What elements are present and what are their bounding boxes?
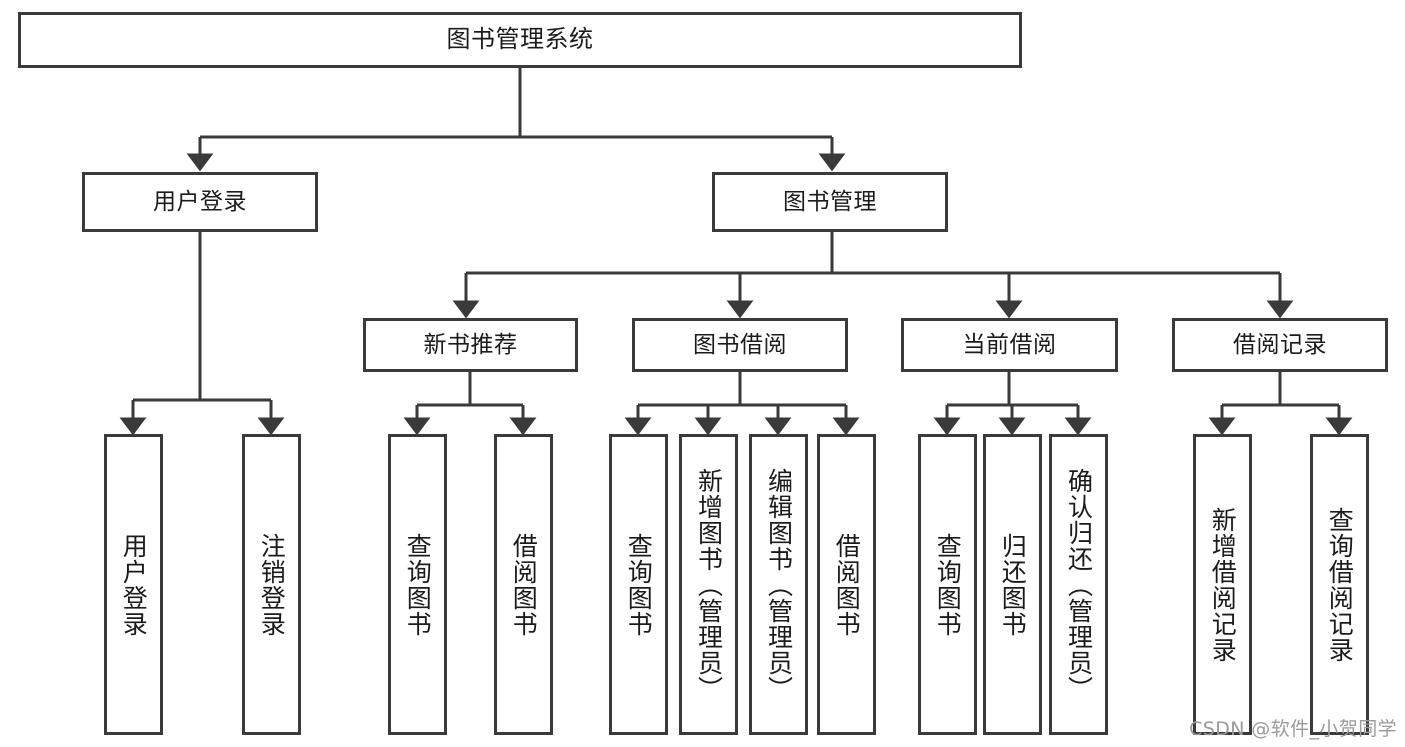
leaf-recommend-borrow-book[interactable]: 借阅图书: [494, 434, 553, 735]
leaf-borrow-add-book-admin[interactable]: 新增图书（管理员）: [679, 434, 738, 735]
node-label: 当前借阅: [962, 331, 1057, 358]
node-label: 用户登录: [153, 188, 247, 215]
node-label: 查询图书: [933, 532, 963, 637]
node-label: 查询图书: [624, 532, 654, 637]
csdn-watermark: CSDN @软件_小贺同学: [1189, 718, 1397, 740]
leaf-record-query-record[interactable]: 查询借阅记录: [1310, 434, 1369, 735]
node-label: 新增借阅记录: [1208, 506, 1238, 663]
leaf-current-confirm-return-admin[interactable]: 确认归还（管理员）: [1049, 434, 1108, 735]
node-label: 新书推荐: [423, 331, 518, 358]
node-label: 图书管理系统: [446, 25, 594, 54]
node-borrow-record[interactable]: 借阅记录: [1172, 318, 1388, 372]
node-label: 归还图书: [998, 532, 1028, 637]
node-label: 注销登录: [257, 532, 287, 637]
leaf-user-login-signin[interactable]: 用户登录: [104, 434, 163, 735]
node-current-borrow[interactable]: 当前借阅: [901, 318, 1118, 372]
node-label: 借阅图书: [509, 532, 539, 637]
leaf-recommend-query-book[interactable]: 查询图书: [388, 434, 447, 735]
node-new-book-recommend[interactable]: 新书推荐: [363, 318, 578, 372]
node-label: 借阅图书: [832, 532, 862, 637]
leaf-user-login-signout[interactable]: 注销登录: [242, 434, 301, 735]
leaf-current-return-book[interactable]: 归还图书: [983, 434, 1042, 735]
node-label: 查询借阅记录: [1325, 506, 1355, 663]
leaf-borrow-edit-book-admin[interactable]: 编辑图书（管理员）: [749, 434, 808, 735]
node-user-login[interactable]: 用户登录: [82, 172, 318, 232]
node-label: 用户登录: [119, 532, 149, 637]
node-label: 图书管理: [783, 188, 877, 215]
leaf-record-add-record[interactable]: 新增借阅记录: [1193, 434, 1252, 735]
leaf-borrow-borrow-book[interactable]: 借阅图书: [817, 434, 876, 735]
node-book-borrow[interactable]: 图书借阅: [632, 318, 848, 372]
leaf-borrow-query-book[interactable]: 查询图书: [609, 434, 668, 735]
node-book-management[interactable]: 图书管理: [712, 172, 948, 232]
node-label: 确认归还（管理员）: [1064, 467, 1094, 702]
node-root-system[interactable]: 图书管理系统: [18, 12, 1022, 68]
node-label: 新增图书（管理员）: [694, 467, 724, 702]
node-label: 图书借阅: [693, 331, 787, 358]
node-label: 编辑图书（管理员）: [764, 467, 794, 702]
node-label: 查询图书: [403, 532, 433, 637]
node-label: 借阅记录: [1233, 331, 1327, 358]
leaf-current-query-book[interactable]: 查询图书: [918, 434, 977, 735]
